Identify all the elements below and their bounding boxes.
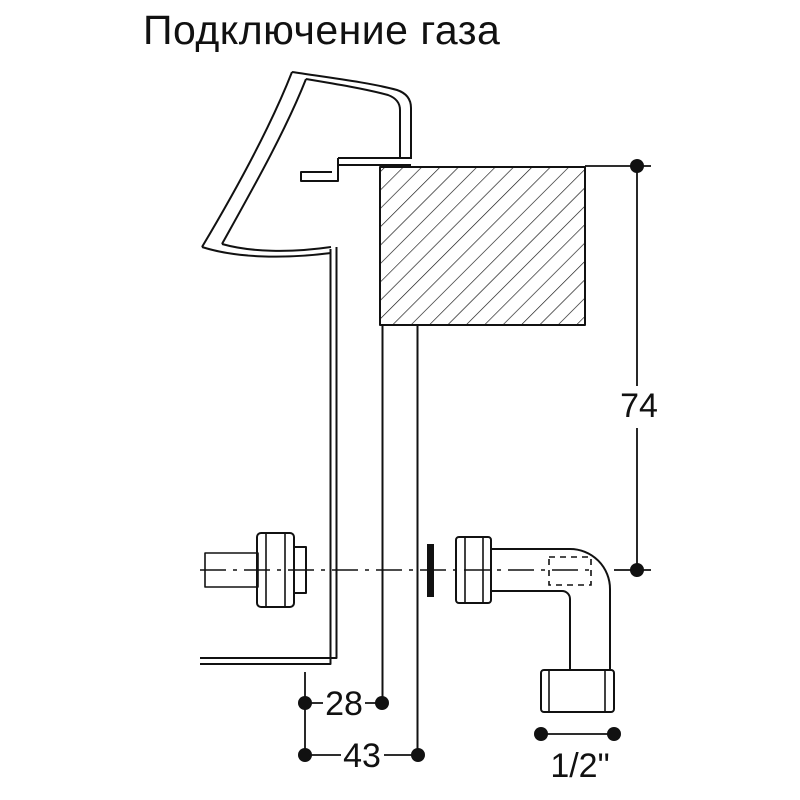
wall-marker [427,544,434,597]
valve-dashed-outline [548,556,592,586]
gas-stub-fitting [204,532,307,608]
pipe-collar [540,669,615,713]
cabinet-side-panel [200,247,338,665]
dimension-label-thread: 1/2" [550,747,609,785]
dimension-offset-outer: 43 [298,737,425,775]
dimension-niche-height: 74 [585,159,658,577]
dimension-dot [411,748,425,762]
panel-inner-line [200,247,338,659]
dimension-thread: 1/2" [534,727,621,785]
dimension-dot [630,563,644,577]
appliance-inner-edge [221,78,307,245]
dimension-label-offset-outer: 43 [343,737,381,775]
panel-outer-line [200,249,332,665]
bracket-clamp-hook [300,158,339,182]
dimension-label-offset-inner: 28 [325,685,363,723]
appliance-top-inner [305,78,401,159]
dimension-label-niche-height: 74 [620,387,658,425]
page-title: Подключение газа [143,7,500,53]
dimension-offset-inner: 28 [298,672,389,760]
wall-lines [381,325,419,752]
dimension-dot [534,727,548,741]
dimension-dot [375,696,389,710]
appliance-profile [201,71,412,258]
niche-hatched-area [379,166,586,326]
dimension-dot [298,696,312,710]
dimension-dot [630,159,644,173]
appliance-outer-edge [201,71,293,248]
elbow-inner-contour [491,590,571,670]
appliance-top-outer [291,71,412,159]
mounting-bracket [300,157,411,182]
elbow-fitting [455,536,615,713]
elbow-outer-contour [491,548,611,670]
union-nut [455,536,492,604]
appliance-bottom-outer [201,246,332,258]
dimension-dot [607,727,621,741]
flange [293,546,307,594]
appliance-bottom-inner [221,243,332,252]
dimension-dot [298,748,312,762]
